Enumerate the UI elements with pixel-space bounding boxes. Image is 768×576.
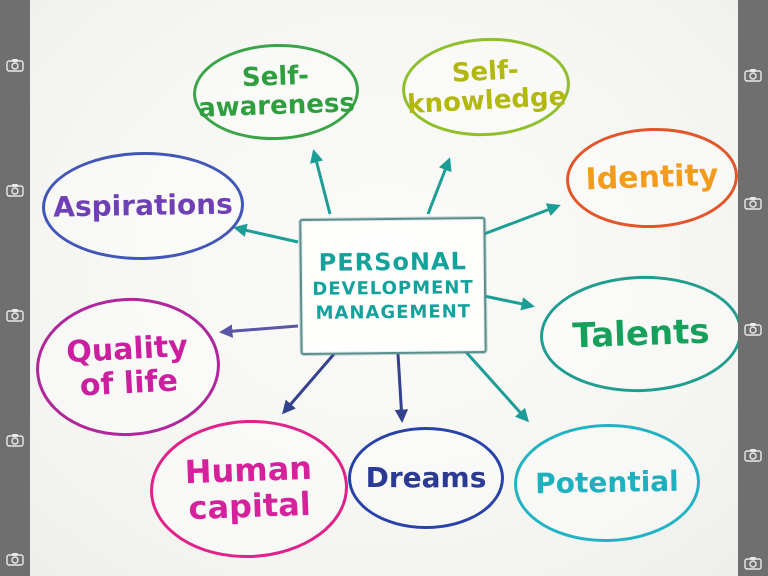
node-self-awareness: Self- awareness	[191, 41, 361, 143]
node-dreams: Dreams	[348, 427, 504, 529]
node-human-capital: Human capital	[147, 416, 351, 562]
node-aspirations: Aspirations	[41, 150, 245, 262]
node-label: knowledge	[406, 81, 567, 121]
node-label: Talents	[571, 311, 711, 357]
camera-icon	[744, 557, 762, 570]
camera-icon	[744, 69, 762, 82]
node-quality-of-life: Quality of life	[32, 293, 224, 441]
central-topic-line: DEVELOPMENT	[312, 276, 474, 300]
watermark-bar-right	[738, 0, 768, 576]
camera-icon	[6, 59, 24, 72]
connector-self-knowledge	[426, 157, 452, 215]
central-topic-line: PERSoNAL	[318, 246, 467, 277]
connector-potential	[464, 350, 530, 423]
connector-human-capital	[282, 353, 336, 415]
connector-quality-of-life	[219, 324, 299, 338]
node-label: Potential	[534, 465, 680, 501]
node-label: Self-	[241, 60, 310, 94]
node-self-knowledge: Self- knowledge	[399, 33, 573, 141]
node-identity: Identity	[564, 125, 740, 231]
camera-icon	[744, 197, 762, 210]
node-label: Identity	[584, 157, 719, 198]
node-talents: Talents	[538, 272, 744, 396]
central-topic-line: MANAGEMENT	[315, 301, 472, 324]
connector-dreams	[394, 353, 409, 423]
node-label: Aspirations	[52, 187, 234, 224]
connector-identity	[483, 203, 561, 236]
central-topic: PERSoNAL DEVELOPMENT MANAGEMENT	[299, 217, 487, 355]
node-label: of life	[78, 363, 179, 404]
watermark-bar-left	[0, 0, 30, 576]
camera-icon	[6, 184, 24, 197]
camera-icon	[6, 309, 24, 322]
camera-icon	[744, 449, 762, 462]
camera-icon	[6, 434, 24, 447]
camera-icon	[6, 553, 24, 566]
connector-talents	[483, 294, 535, 311]
connector-aspirations	[233, 223, 299, 244]
node-potential: Potential	[512, 422, 702, 544]
node-label: capital	[187, 484, 312, 528]
connector-self-awareness	[310, 149, 332, 215]
camera-icon	[744, 323, 762, 336]
node-label: Dreams	[365, 461, 487, 495]
node-label: awareness	[197, 88, 356, 124]
